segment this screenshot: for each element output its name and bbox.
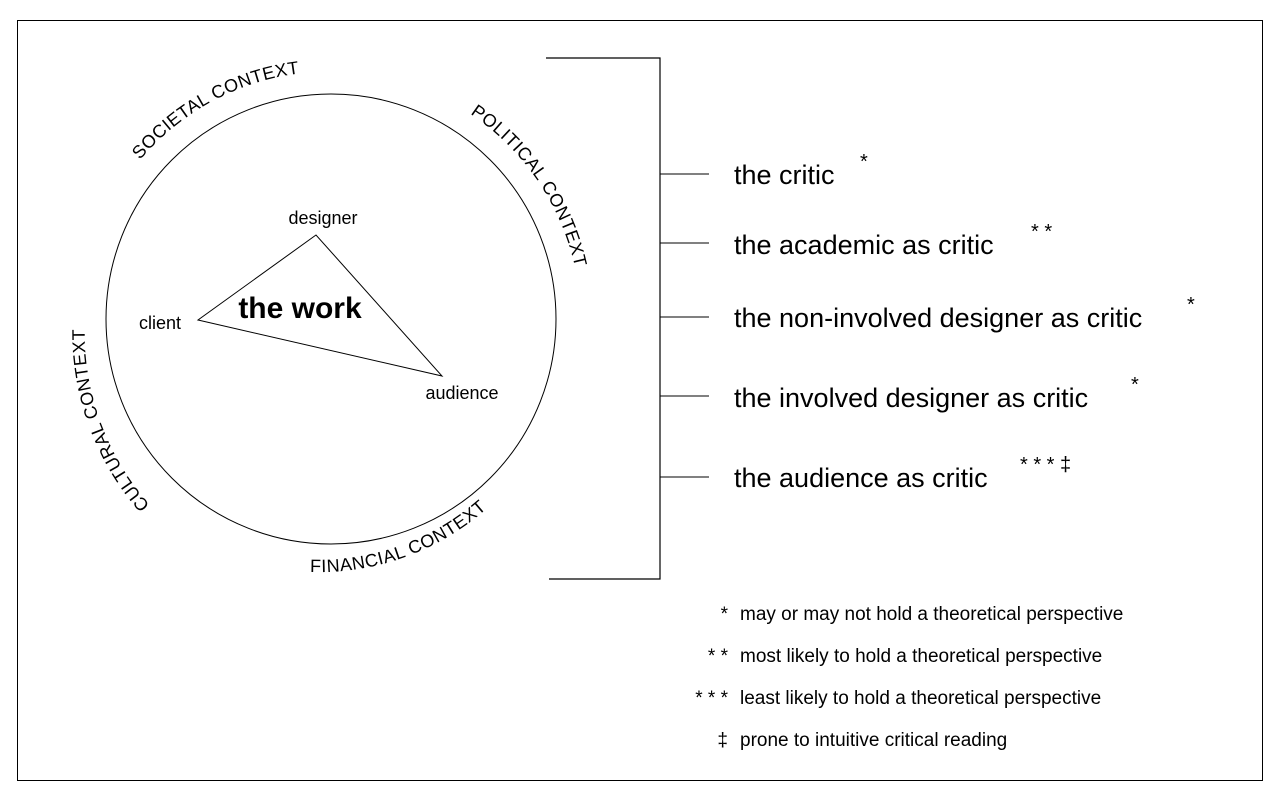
legend-text: may or may not hold a theoretical perspe… <box>740 604 1123 625</box>
center-label: the work <box>238 292 362 325</box>
critic-label: the involved designer as critic <box>734 383 1088 413</box>
legend-text: prone to intuitive critical reading <box>740 730 1007 751</box>
vertex-designer: designer <box>288 208 357 228</box>
work-triangle <box>196 234 444 377</box>
critic-label: the academic as critic <box>734 230 994 260</box>
vertex-audience: audience <box>425 383 498 403</box>
critic-mark: * <box>860 151 868 173</box>
critic-mark: * <box>1131 374 1139 396</box>
critic-label: the non-involved designer as critic <box>734 303 1142 333</box>
critic-label: the audience as critic <box>734 463 988 493</box>
legend-symbol: * <box>721 604 729 625</box>
critic-mark: * * <box>1031 221 1052 243</box>
legend-text: least likely to hold a theoretical persp… <box>740 688 1101 709</box>
critic-label: the critic <box>734 160 835 190</box>
legend-symbol: * * * <box>695 688 728 709</box>
outer-border <box>17 20 1263 781</box>
critic-mark: * * * ‡ <box>1020 454 1071 476</box>
critic-mark: * <box>1187 294 1195 316</box>
political-context-label: POLITICAL CONTEXT <box>468 101 591 269</box>
legend-symbol: ‡ <box>717 730 728 751</box>
legend-symbol: * * <box>708 646 729 667</box>
context-circle <box>105 93 557 545</box>
legend-text: most likely to hold a theoretical perspe… <box>740 646 1102 667</box>
societal-context-label: SOCIETAL CONTEXT <box>128 57 301 162</box>
bracket <box>546 57 661 580</box>
vertex-client: client <box>139 313 181 333</box>
financial-context-label: FINANCIAL CONTEXT <box>310 496 490 576</box>
cultural-context-label: CULTURAL CONTEXT <box>69 329 153 516</box>
